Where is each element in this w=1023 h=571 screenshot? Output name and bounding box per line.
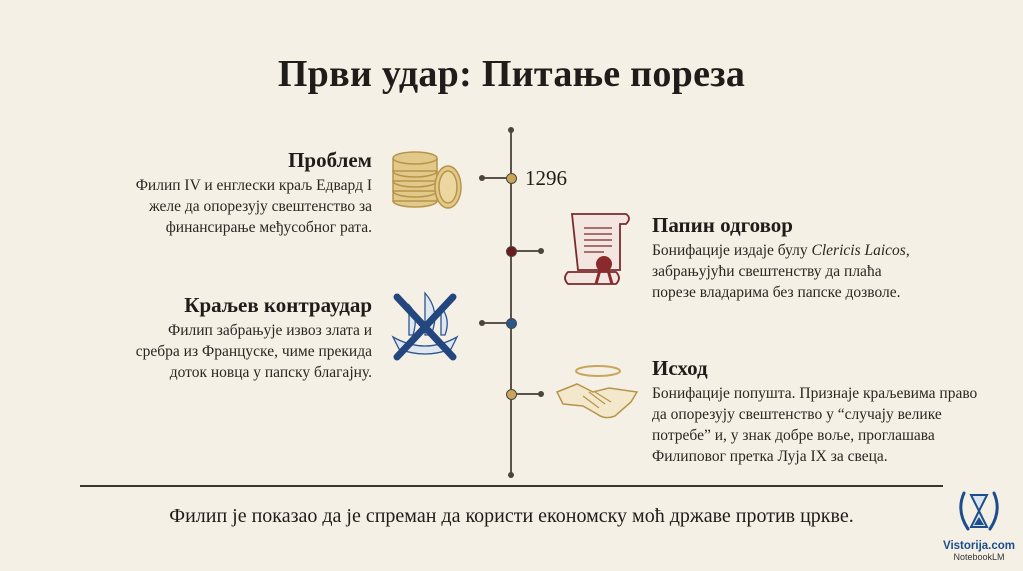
timeline-bottom-cap [508,472,514,478]
event-text-line: Бонифације издаје булу Clericis Laicos, [652,242,910,259]
connector [512,393,540,395]
year-label: 1296 [525,166,567,190]
crossed-ship-icon [391,291,459,361]
event-text-line: потребе” и, у знак добре воље, проглашав… [652,427,935,444]
hourglass-laurel-icon [959,491,999,531]
event-text-line: желе да опорезују свештенство за [149,198,372,215]
coins-icon [392,151,462,209]
timeline-top-cap [508,127,514,133]
event-heading: Исход [652,356,708,380]
connector-end [538,248,544,254]
logo-notebooklm: NotebookLM [953,552,1005,562]
event-text-line: Филиповог претка Луја IX за свеца. [652,448,888,465]
connector [482,177,510,179]
event-text-line: Бонифације попушта. Признаје краљевима п… [652,385,978,402]
timeline-node-outcome [506,389,517,400]
connector-end [479,320,485,326]
logo: Vistorija.com NotebookLM [935,487,1023,562]
timeline-node-pope [506,246,517,257]
connector [512,250,540,252]
papal-bull-scroll-icon [564,213,630,285]
logo-site: Vistorija.com [942,540,1015,552]
event-papal-response: Папин одговор Бонифације издаје булу Cle… [652,213,982,303]
conclusion-text: Филип је показао да је спреман да корист… [169,505,854,527]
timeline-node-king [506,318,517,329]
divider [80,485,943,487]
connector [482,322,510,324]
event-outcome: Исход Бонифације попушта. Признаје краље… [652,356,1012,467]
connector-end [538,391,544,397]
event-text-line: порезе владарима без папске дозволе. [652,284,901,301]
timeline-node-1296 [506,173,517,184]
event-kings-counter: Краљев контраудар Филип забрањује извоз … [60,293,372,383]
event-text-line: да опорезују свештенство у “случају вели… [652,406,942,423]
bull-name: Clericis Laicos [811,242,906,259]
handshake-halo-icon [555,365,639,419]
event-text-line: забрањујући свештенству да плаћа [652,263,882,280]
timeline-line [510,130,512,476]
event-text-line: Филип забрањује извоз злата и [167,322,372,339]
event-heading: Краљев контраудар [184,293,372,317]
event-problem: Проблем Филип IV и енглески краљ Едвард … [80,148,372,238]
event-text-line: Филип IV и енглески краљ Едвард I [135,177,372,194]
event-text-line: доток новца у папску благајну. [169,364,372,381]
event-text-line: финансирање међусобног рата. [165,219,372,236]
event-heading: Папин одговор [652,213,793,237]
event-text-line: сребра из Француске, чиме прекида [135,343,372,360]
page-title: Први удар: Питање пореза [277,53,746,95]
event-heading: Проблем [288,148,372,172]
connector-end [479,175,485,181]
